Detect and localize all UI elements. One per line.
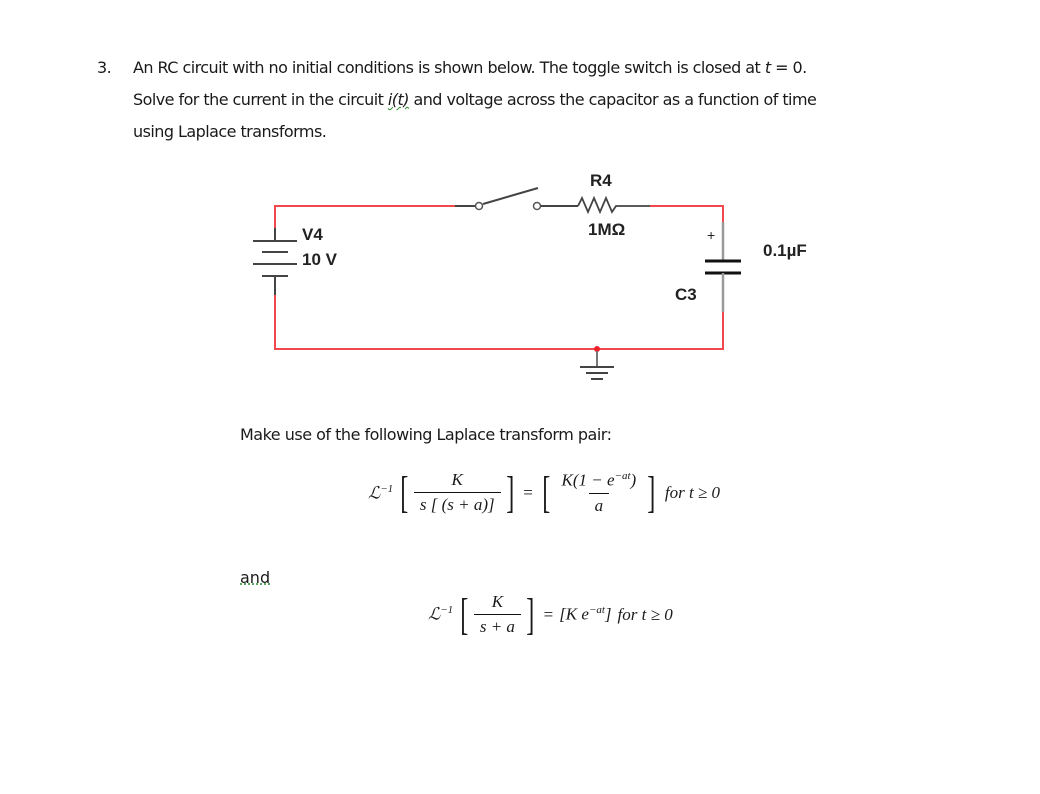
capacitor-c3: + C3 0.1µF [675,222,807,312]
connector-and: and [240,568,271,587]
dc-source-v4: V4 10 V [253,225,338,295]
capacitor-value: 0.1µF [763,241,807,260]
resistor-value: 1MΩ [588,220,625,239]
ground-icon [580,346,614,380]
source-name: V4 [302,225,323,244]
rc-circuit-diagram: R4 1MΩ + C3 0.1µF V4 10 V [253,171,807,380]
wire-bottom [274,295,724,350]
resistor-r4: R4 1MΩ [577,171,650,239]
current-variable: i(t) [387,90,410,109]
capacitor-name: C3 [675,285,697,304]
problem-line-2: Solve for the current in the circuit i(t… [133,90,817,109]
problem-line-1: An RC circuit with no initial conditions… [133,58,807,77]
wire-top-left [274,205,475,228]
laplace-intro-text: Make use of the following Laplace transf… [240,425,612,444]
resistor-name: R4 [590,171,612,190]
problem-line-3: using Laplace transforms. [133,122,327,141]
problem-number: 3. [97,58,112,77]
toggle-switch [474,187,578,211]
wire-top-right [650,205,724,222]
capacitor-polarity: + [707,227,715,243]
source-value: 10 V [302,250,338,269]
